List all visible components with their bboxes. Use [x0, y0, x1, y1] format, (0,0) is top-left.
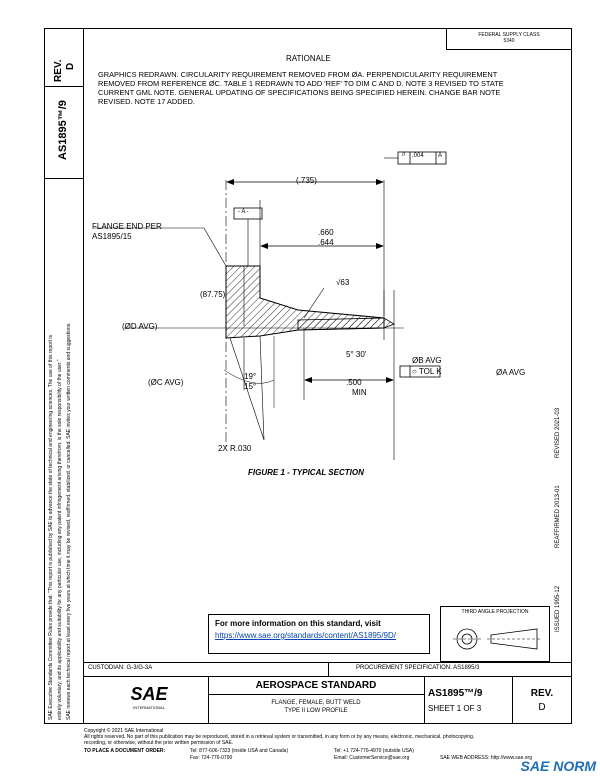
rights-line-1: All rights reserved. No part of this pub… [84, 734, 475, 740]
projection-box: THIRD ANGLE PROJECTION [440, 606, 550, 662]
dim-min-label: MIN [352, 388, 367, 397]
tube-section-hatch [297, 317, 395, 331]
tol-frame-datum: A [438, 153, 443, 159]
title-divider [424, 676, 425, 724]
circ-tol-label: ○ TOL K [412, 367, 442, 376]
sidebar-doc-number: AS1895™/9 [57, 100, 69, 160]
tol-frame-value: .004 [412, 153, 424, 159]
arrow [376, 179, 384, 185]
tol-frame-symbol: // [402, 152, 406, 158]
typical-section-drawing [94, 151, 447, 460]
figure-caption: FIGURE 1 - TYPICAL SECTION [248, 468, 364, 477]
tel-usa: Tel: 877-606-7323 (inside USA and Canada… [190, 748, 289, 754]
standard-type: AEROSPACE STANDARD [255, 680, 377, 691]
rationale-line: GRAPHICS REDRAWN. CIRCULARITY REQUIREMEN… [98, 70, 498, 79]
copyright: Copyright © 2021 SAE International [84, 728, 164, 734]
order-label: TO PLACE A DOCUMENT ORDER: [84, 748, 166, 754]
arrow [226, 179, 234, 185]
diam-c-label: (ØC AVG) [148, 378, 184, 387]
drawing-frame [44, 28, 572, 724]
legal-text-3: SAE reviews each technical report at lea… [66, 322, 72, 720]
federal-supply-number: 5340 [503, 38, 515, 44]
rev-label: REV. [530, 688, 554, 699]
rationale-line: REVISED. NOTE 17 ADDED. [98, 97, 195, 106]
title-divider [328, 662, 329, 676]
logo-sub: INTERNATIONAL [133, 705, 165, 710]
issued-date: ISSUED 1995-12 [555, 585, 561, 632]
datum-a-label: - A - [238, 209, 249, 215]
angle-5-label: 5° 30' [346, 350, 367, 359]
angle-87-label: (87.75) [200, 290, 226, 299]
reaffirmed-date: REAFFIRMED 2013-01 [555, 485, 561, 548]
rev-value: D [538, 702, 546, 713]
tel-intl: Tel: +1 724-776-4970 (outside USA) [334, 748, 414, 754]
fax: Fax: 724-776-0790 [190, 755, 233, 761]
sidebar-divider [44, 178, 84, 179]
procurement-text: PROCUREMENT SPECIFICATION: AS1895/3 [356, 665, 480, 671]
sheet-info: SHEET 1 OF 3 [428, 704, 482, 713]
flange-end-label: FLANGE END PER [92, 222, 162, 231]
circ-tol-frame [399, 365, 441, 378]
rationale-line: REMOVED FROM REFERENCE ØC. TABLE 1 REDRA… [98, 79, 504, 88]
watermark-logo: SAE NORM [520, 758, 596, 774]
email[interactable]: Email: CustomerService@sae.org [334, 755, 410, 761]
radius-leader [229, 337, 265, 441]
dim-overall-text: (.735) [296, 176, 317, 185]
standard-link[interactable]: https://www.sae.org/standards/content/AS… [215, 631, 396, 640]
legal-text-2: entirely voluntary, and its applicabilit… [57, 359, 63, 720]
finish-63-label: √63 [336, 278, 350, 287]
diam-a-label: ØA AVG [496, 368, 526, 377]
arrow [386, 377, 394, 383]
left-sidebar-column [44, 28, 84, 724]
legal-text-1: SAE Executive Standards Committee Rules … [48, 335, 54, 720]
sidebar-rev-label: REV. [53, 59, 64, 82]
custodian-text: CUSTODIAN: G-3/G-3A [88, 665, 153, 671]
logo-text: SAE [130, 684, 168, 704]
rights-line-2: recording, or otherwise, without the pri… [84, 740, 234, 746]
federal-supply-box: FEDERAL SUPPLY CLASS 5340 [446, 28, 572, 50]
title-line-2: TYPE II LOW PROFILE [284, 708, 348, 714]
title-block-line [84, 676, 572, 677]
angle-arc [223, 369, 275, 384]
rationale-text: GRAPHICS REDRAWN. CIRCULARITY REQUIREMEN… [98, 70, 558, 106]
federal-supply-class: FEDERAL SUPPLY CLASS [478, 32, 540, 38]
radius-label: 2X R.030 [218, 444, 252, 453]
sidebar-divider [44, 86, 84, 87]
projection-label: THIRD ANGLE PROJECTION [461, 609, 529, 615]
flange-leader [94, 227, 227, 267]
rationale-title: RATIONALE [286, 54, 331, 63]
dim-500-label: .500 [346, 378, 362, 387]
arrow [260, 243, 268, 249]
angle-19-label: 19° [244, 372, 257, 381]
diam-d-label: (ØD AVG) [122, 322, 158, 331]
revised-date: REVISED 2021-03 [555, 407, 561, 458]
info-line: For more information on this standard, v… [215, 619, 381, 628]
sidebar-rev-value: D [65, 62, 76, 70]
projection-symbol [453, 628, 541, 650]
title-divider [512, 676, 513, 724]
arrow [304, 377, 312, 383]
dim-644-text: .644 [318, 238, 334, 247]
info-box: For more information on this standard, v… [208, 614, 430, 654]
sae-logo: SAE INTERNATIONAL [124, 684, 174, 710]
dim-660-text: .660 [318, 228, 334, 237]
radius-leader [259, 335, 265, 441]
finish-leader [303, 287, 325, 319]
title-divider [208, 676, 209, 724]
doc-number: AS1895™/9 [428, 688, 483, 699]
flange-end-spec: AS1895/15 [92, 232, 132, 241]
web-address[interactable]: SAE WEB ADDRESS: http://www.sae.org [440, 755, 532, 761]
rationale-line: CURRENT GML NOTE. GENERAL UPDATING OF SP… [98, 88, 501, 97]
arrow [376, 243, 384, 249]
title-block-line [208, 694, 424, 695]
diam-b-label: ØB AVG [412, 356, 442, 365]
angle-15-label: 15° [244, 382, 257, 391]
title-line-1: FLANGE, FEMALE, BUTT WELD [271, 700, 361, 706]
